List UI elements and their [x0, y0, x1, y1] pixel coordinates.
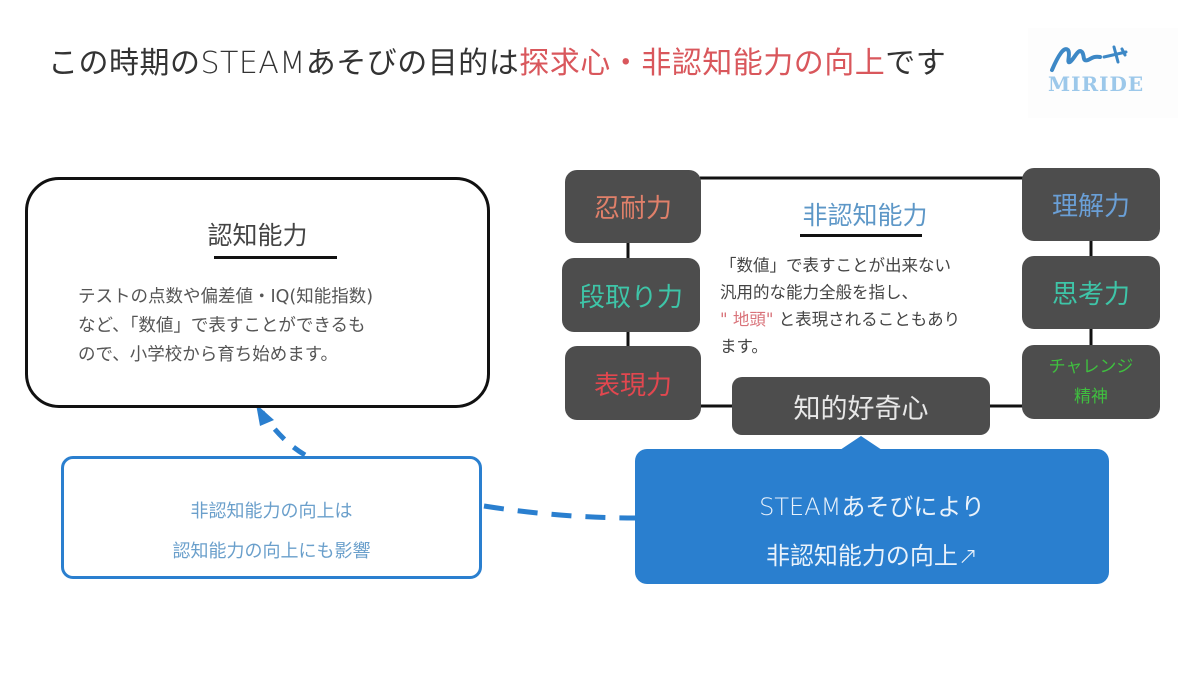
skill-planning: 段取り力: [562, 258, 700, 332]
jiatama-quote: " 地頭": [720, 310, 774, 329]
influence-line1: 非認知能力の向上は: [190, 501, 353, 522]
airplane-swoosh-icon: [1050, 45, 1128, 72]
dashed-link-steam: [483, 503, 637, 521]
skill-challenge-spirit: チャレンジ 精神: [1022, 345, 1160, 419]
non-cognitive-description: 「数値」で表すことが出来ない 汎用的な能力全般を指し、 " 地頭" と表現される…: [720, 252, 1020, 360]
skill-patience: 忍耐力: [565, 170, 701, 243]
steam-line1: STEAMあそびにより: [759, 493, 985, 521]
steam-play-box: STEAMあそびにより 非認知能力の向上↗: [635, 449, 1109, 584]
skill-understanding: 理解力: [1022, 168, 1160, 241]
nc-line-rest: と表現されることもあり: [773, 310, 961, 329]
skill-expression: 表現力: [565, 346, 701, 420]
slide-title: この時期のSTEAMあそびの目的は探求心・非認知能力の向上です: [48, 38, 946, 82]
nc-line: 「数値」で表すことが出来ない: [720, 256, 951, 275]
skill-challenge-line2: 精神: [1074, 387, 1108, 407]
influence-box: 非認知能力の向上は 認知能力の向上にも影響: [61, 456, 482, 579]
non-cognitive-title-underline: [800, 234, 922, 237]
miride-logo: MIRIDE: [1028, 28, 1178, 118]
cognitive-ability-box: 認知能力 テストの点数や偏差値・IQ(知能指数) など、「数値」で表すことができ…: [25, 177, 490, 408]
cognitive-line: テストの点数や偏差値・IQ(知能指数): [78, 287, 374, 307]
arrow-head-icon: [256, 404, 274, 426]
steam-callout-pointer: [840, 436, 882, 450]
skill-challenge-line1: チャレンジ: [1048, 357, 1134, 377]
title-prefix: この時期のSTEAMあそびの目的は: [48, 46, 520, 81]
cognitive-title-underline: [214, 256, 337, 259]
cognitive-line: ので、小学校から育ち始めます。: [78, 345, 339, 365]
nc-line: " 地頭" と表現されることもあり: [720, 306, 1020, 333]
skill-intellectual-curiosity: 知的好奇心: [732, 377, 990, 435]
nc-line: ます。: [720, 337, 768, 356]
title-highlight: 探求心・非認知能力の向上: [519, 46, 886, 81]
steam-line2: 非認知能力の向上↗: [765, 542, 979, 570]
non-cognitive-title: 非認知能力: [802, 201, 928, 230]
title-suffix: です: [885, 46, 947, 81]
cognitive-title: 認知能力: [207, 221, 308, 250]
skill-thinking: 思考力: [1022, 256, 1160, 329]
influence-line2: 認知能力の向上にも影響: [172, 541, 371, 562]
logo-text: MIRIDE: [1048, 72, 1145, 96]
cognitive-line: など、「数値」で表すことができるも: [78, 316, 366, 336]
nc-line: 汎用的な能力全般を指し、: [720, 283, 918, 302]
cognitive-description: テストの点数や偏差値・IQ(知能指数) など、「数値」で表すことができるも ので…: [78, 283, 458, 370]
